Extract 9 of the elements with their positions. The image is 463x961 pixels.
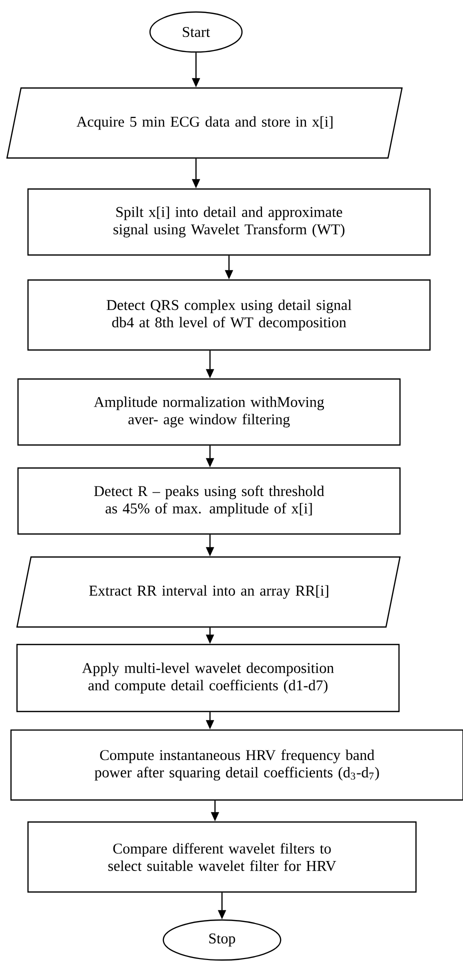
input-output-parallelogram: Acquire 5 min ECG data and store in x[i] [6,87,403,159]
input-output-parallelogram: Extract RR interval into an array RR[i] [16,556,401,628]
process-box: Apply multi-level wavelet decomposition and compute detail coefficients (d1-d7) [16,644,400,712]
process-box: Compute instantaneous HRV frequency band power after squaring detail coefficients (d$_{3}$-d$_{7}$) [10,729,463,801]
process-box: Compare different wavelet filters to select suitable wavelet filter for HRV [27,821,417,893]
process-box: Detect QRS complex using detail signal db4 at 8th level of WT decomposition [27,279,431,351]
process-box: Amplitude normalization withMoving aver- age window filtering [17,378,401,446]
process-box: Spilt x[i] into detail and approximate signal using Wavelet Transform (WT) [27,188,431,256]
process-box: Detect R – peaks using soft threshold as 45% of max. amplitude of x[i] [17,467,401,535]
